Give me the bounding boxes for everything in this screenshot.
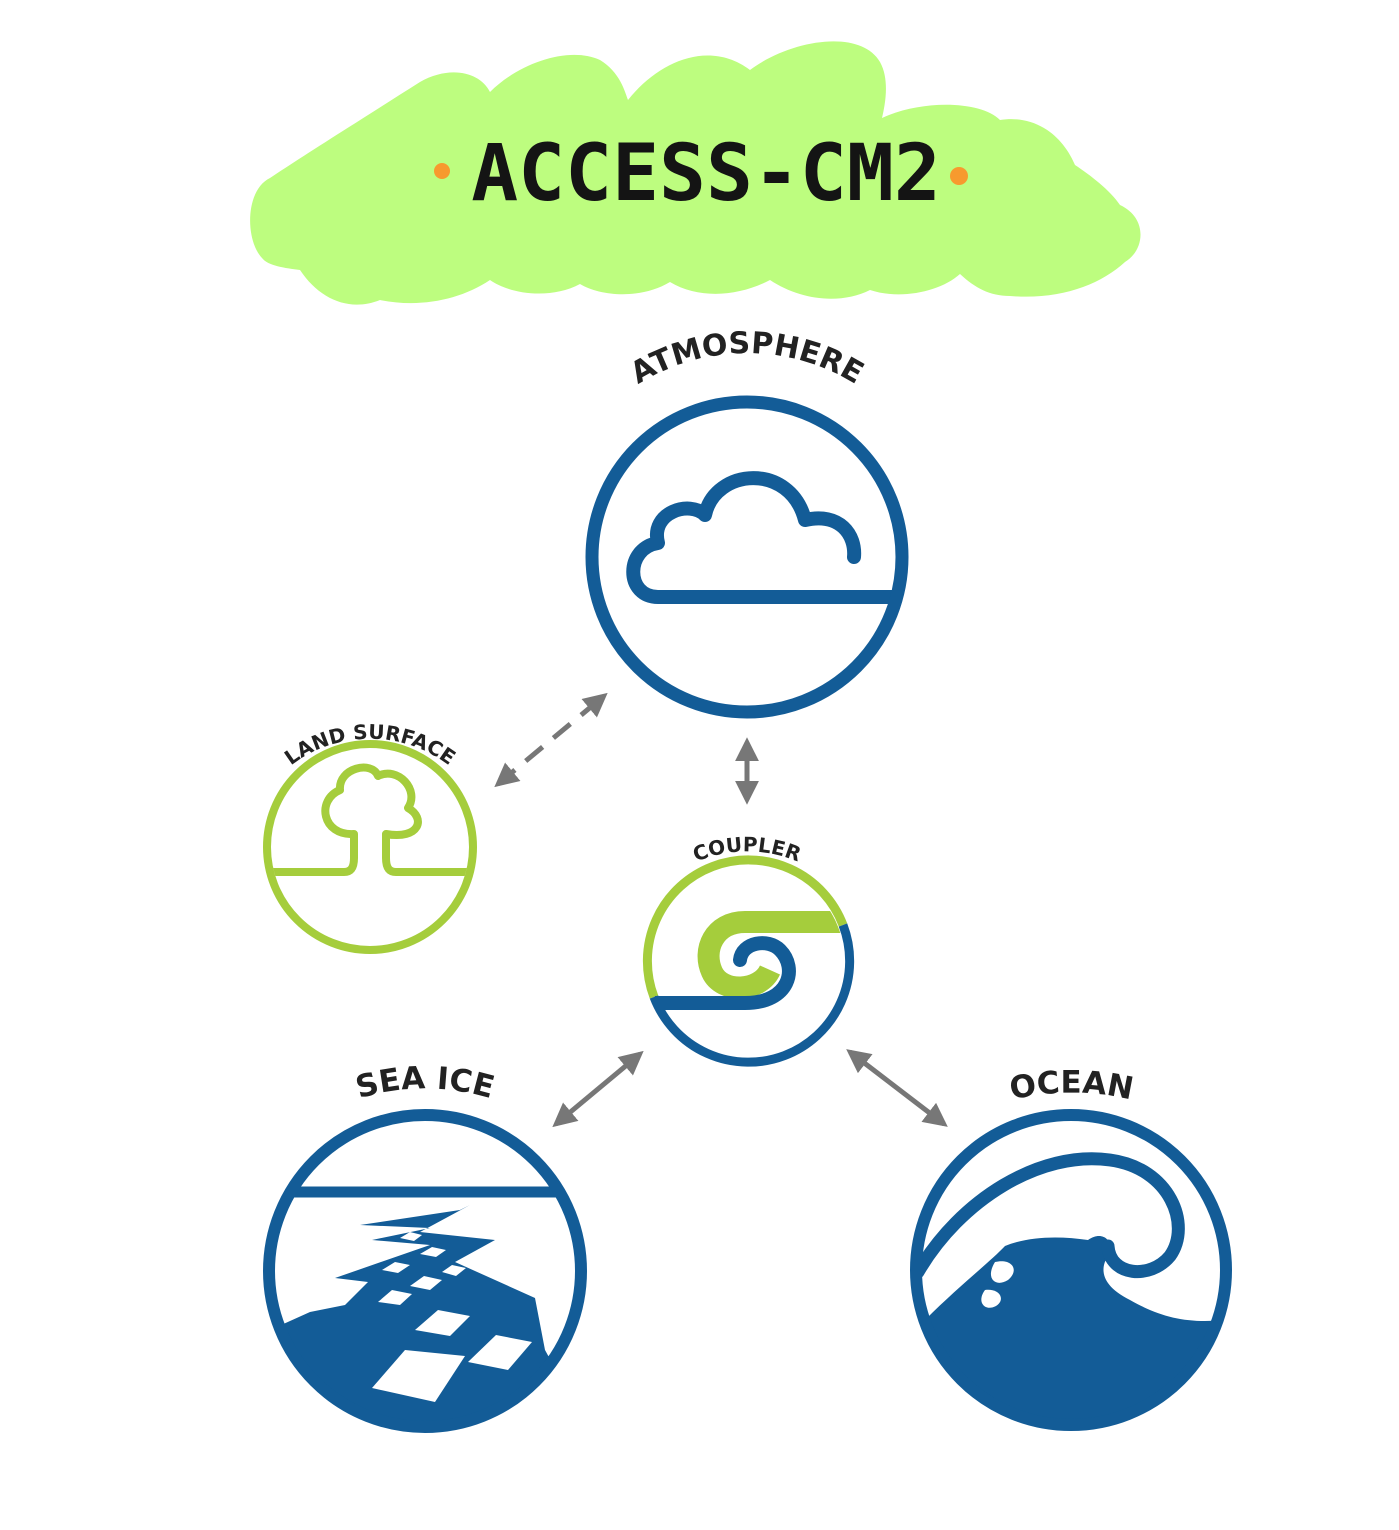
land-surface-ring — [263, 740, 477, 954]
sea-ice-icon — [272, 1186, 578, 1424]
atmosphere-label: ATMOSPHERE — [625, 326, 870, 391]
arrow-coupler-sea-ice — [552, 1050, 644, 1128]
sea-ice-ring — [263, 1109, 587, 1433]
land-surface-component: LAND SURFACE — [263, 720, 477, 954]
atmosphere-component: ATMOSPHERE — [585, 326, 909, 719]
arrow-coupler-ocean — [846, 1049, 948, 1127]
ocean-ring — [910, 1109, 1232, 1431]
swirl-blue — [649, 936, 796, 1010]
coupler-component: COUPLER — [642, 832, 855, 1067]
highlighter-scribble — [250, 41, 1141, 305]
tree-icon — [271, 763, 469, 876]
title-banner: ACCESS-CM2 — [250, 41, 1141, 305]
sea-ice-label: SEA ICE — [352, 1060, 498, 1106]
coupler-ring-blue — [649, 923, 855, 1067]
ocean-component: OCEAN — [910, 1065, 1232, 1431]
atmosphere-ring — [585, 395, 909, 719]
title-text: ACCESS-CM2 — [471, 129, 941, 219]
swirl-green — [697, 911, 845, 999]
swirl-icon — [649, 911, 845, 1010]
title-dot-right — [950, 167, 968, 185]
ocean-label: OCEAN — [1007, 1065, 1137, 1108]
sea-ice-component: SEA ICE — [263, 1060, 587, 1433]
coupler-ring-green — [642, 855, 848, 999]
title-dot-left — [434, 163, 450, 179]
arrow-atmosphere-land-surface — [494, 692, 608, 788]
wave-icon — [918, 1152, 1224, 1423]
connection-arrows — [494, 692, 948, 1128]
cloud-icon — [626, 471, 896, 604]
